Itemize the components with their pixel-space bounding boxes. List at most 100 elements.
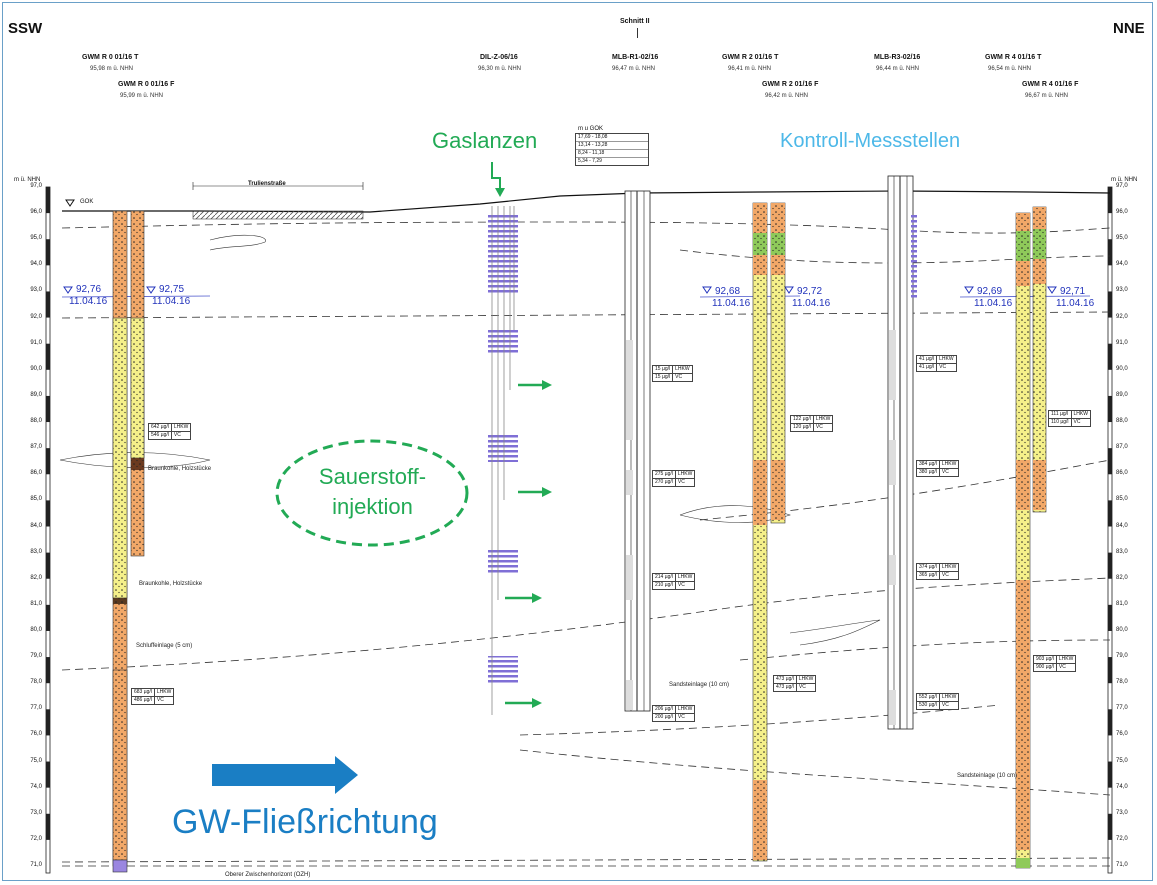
water-level-date: 11.04.16: [152, 296, 191, 307]
axis-tick-block: [46, 343, 50, 370]
conc-value: 110 µg/l: [1048, 418, 1072, 427]
conc-value: 683 µg/l: [131, 688, 155, 697]
axis-tick-block: [1108, 343, 1112, 370]
axis-tick-label: 73,0: [1116, 809, 1128, 816]
conc-value: 41 µg/l: [915, 363, 938, 372]
well-elev: 96,41 m ü. NHN: [728, 66, 772, 72]
well-elev: 95,99 m ü. NHN: [120, 93, 164, 99]
conc-param: LHKW: [153, 688, 175, 697]
axis-tick-block: [1108, 291, 1112, 318]
conc-value: 546 µg/l: [148, 431, 172, 440]
axis-tick-block: [46, 291, 50, 318]
section-title: Schnitt II: [620, 18, 650, 25]
axis-tick-label: 88,0: [30, 418, 42, 425]
water-level-lines: [61, 295, 1091, 298]
conc-value: 210 µg/l: [652, 581, 676, 590]
conc-param: VC: [938, 571, 960, 580]
lithology-note: Sandsteinlage (10 cm): [957, 773, 1018, 779]
well-elev: 96,67 m ü. NHN: [1025, 93, 1069, 99]
axis-tick-label: 72,0: [30, 835, 42, 842]
well-name: MLB-R1-02/16: [612, 54, 659, 61]
well-elev: 95,98 m ü. NHN: [90, 66, 134, 72]
direction-right: NNE: [1113, 20, 1145, 37]
axis-tick-label: 88,0: [1116, 418, 1128, 425]
kontroll-label: Kontroll-Messstellen: [780, 130, 961, 152]
axis-tick-label: 96,0: [30, 209, 42, 216]
axis-tick-label: 81,0: [30, 600, 42, 607]
axis-tick-label: 94,0: [30, 261, 42, 268]
strata-lines: [61, 221, 1111, 867]
lithology-note: Sandsteinlage (10 cm): [669, 682, 730, 688]
axis-tick-label: 77,0: [30, 705, 42, 712]
axis-tick-block: [1108, 395, 1112, 423]
conc-param: LHKW: [938, 693, 960, 702]
conc-param: VC: [812, 423, 834, 432]
gw-direction-label: GW-Fließrichtung: [172, 803, 438, 841]
axis-tick-label: 86,0: [30, 470, 42, 477]
well-column-r4-f: [1032, 206, 1047, 513]
axis-tick-block: [46, 761, 50, 788]
water-level-date: 11.04.16: [69, 296, 108, 307]
conc-value: 111 µg/l: [1048, 410, 1072, 419]
well-elev: 96,30 m ü. NHN: [478, 66, 522, 72]
conc-param: LHKW: [1055, 655, 1077, 664]
axis-ticks: [46, 187, 1112, 840]
water-level-date: 11.04.16: [792, 298, 831, 309]
well-name: GWM R 0 01/16 F: [118, 81, 175, 88]
section-marker: [637, 28, 638, 38]
axis-tick-block: [46, 657, 50, 684]
axis-tick-label: 74,0: [30, 783, 42, 790]
axis-tick-label: 78,0: [1116, 679, 1128, 686]
axis-tick-block: [1108, 813, 1112, 840]
mlb-depth-row: 8,24 - 11,18: [576, 150, 648, 158]
conc-value: 642 µg/l: [148, 423, 172, 432]
road-label: Trulienstraße: [248, 181, 286, 187]
left-axis: [45, 186, 1113, 874]
gok-label: GOK: [80, 199, 94, 205]
axis-tick-block: [1108, 761, 1112, 788]
sauerstoff-label: Sauerstoff- injektion: [300, 462, 445, 522]
mlb-depth-row: 5,34 - 7,29: [578, 158, 602, 164]
axis-unit-right: m ü. NHN: [1111, 177, 1138, 183]
conc-value: 275 µg/l: [652, 470, 676, 479]
gaslanzen-arrowhead: [495, 188, 505, 197]
axis-tick-label: 93,0: [1116, 287, 1128, 294]
road-dimension: [192, 182, 364, 190]
conc-param: LHKW: [795, 675, 817, 684]
conc-value: 200 µg/l: [652, 713, 676, 722]
conc-param: VC: [1055, 663, 1077, 672]
well-name: GWM R 2 01/16 T: [722, 54, 779, 61]
axis-tick-label: 95,0: [30, 235, 42, 242]
well-elev: 96,42 m ü. NHN: [765, 93, 809, 99]
conc-value: 206 µg/l: [652, 705, 676, 714]
conc-value: 15 µg/l: [651, 373, 674, 382]
conc-value: 41 µg/l: [915, 355, 938, 364]
conc-value: 380 µg/l: [916, 468, 940, 477]
axis-tick-block: [1108, 552, 1112, 579]
mlb-r3-column: [887, 175, 917, 730]
conc-value: 530 µg/l: [916, 701, 940, 710]
axis-tick-label: 71,0: [30, 862, 42, 868]
conc-param: VC: [674, 478, 696, 487]
axis-tick-label: 76,0: [30, 731, 42, 738]
axis-tick-label: 75,0: [1116, 757, 1128, 764]
axis-tick-label: 80,0: [30, 626, 42, 633]
axis-tick-label: 72,0: [1116, 835, 1128, 842]
well-elev: 96,47 m ü. NHN: [612, 66, 656, 72]
road-fill: [192, 210, 364, 220]
conc-param: LHKW: [674, 705, 696, 714]
conc-param: VC: [1070, 418, 1091, 427]
axis-tick-label: 91,0: [1116, 339, 1128, 346]
conc-param: VC: [672, 373, 693, 382]
mlb-depth-header: m u GOK: [578, 126, 604, 132]
water-level-date: 11.04.16: [1056, 298, 1095, 309]
lens-lines: [59, 234, 881, 646]
